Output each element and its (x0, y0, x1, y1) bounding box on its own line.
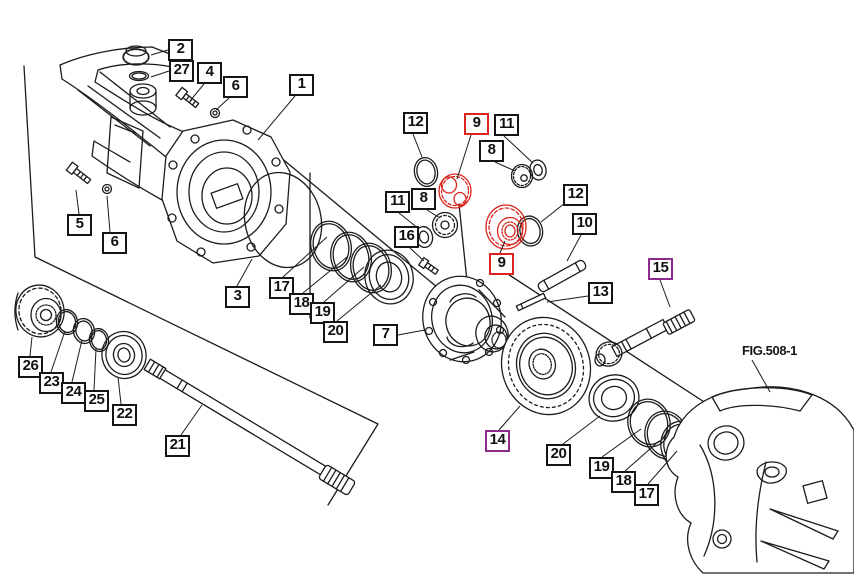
washer-6-top (209, 107, 221, 119)
callout-19-a[interactable]: 19 (310, 302, 335, 324)
callout-10[interactable]: 10 (572, 213, 597, 235)
ring-gear-14 (500, 316, 592, 416)
bolt-5 (65, 161, 92, 185)
callout-9-a[interactable]: 9 (464, 113, 489, 135)
pin-10 (537, 259, 587, 293)
axle-shaft-21 (143, 358, 356, 496)
callout-15[interactable]: 15 (648, 258, 673, 280)
ring-12-left (413, 156, 439, 188)
callout-8-a[interactable]: 8 (479, 140, 504, 162)
callout-17-b[interactable]: 17 (634, 484, 659, 506)
roll-pin-13 (515, 292, 547, 312)
washer-6-bottom (101, 183, 113, 195)
callout-25[interactable]: 25 (84, 390, 109, 412)
transaxle-housing-1 (59, 46, 291, 264)
filler-cap-2 (122, 45, 150, 66)
axle-housing-fig508 (665, 386, 854, 574)
rings-17-18-19-left (310, 220, 392, 294)
callout-1[interactable]: 1 (289, 74, 314, 96)
seal-20-right (588, 374, 640, 422)
callout-2[interactable]: 2 (168, 39, 193, 61)
washer-11-top (529, 159, 547, 181)
callout-12-b[interactable]: 12 (563, 184, 588, 206)
callout-22[interactable]: 22 (112, 404, 137, 426)
diff-side-gear-9-bottom (485, 204, 527, 250)
callout-27[interactable]: 27 (169, 60, 194, 82)
callout-5[interactable]: 5 (67, 214, 92, 236)
callout-6-a[interactable]: 6 (223, 76, 248, 98)
callout-11-b[interactable]: 11 (385, 191, 410, 213)
callout-17-a[interactable]: 17 (269, 277, 294, 299)
ring-12-right (516, 215, 544, 247)
callout-18-b[interactable]: 18 (611, 471, 636, 493)
callout-8-b[interactable]: 8 (411, 188, 436, 210)
diff-case-7 (422, 275, 509, 365)
lock-washer-8-left (431, 211, 459, 239)
callout-7[interactable]: 7 (373, 324, 398, 346)
callout-13[interactable]: 13 (588, 282, 613, 304)
callout-21[interactable]: 21 (165, 435, 190, 457)
bearing-22 (101, 330, 147, 380)
diff-pinion-gear-9-top (438, 173, 472, 209)
callout-24[interactable]: 24 (61, 382, 86, 404)
bolt-4 (175, 86, 200, 109)
rings-23-24-25 (55, 308, 110, 353)
callout-3[interactable]: 3 (225, 286, 250, 308)
callout-19-b[interactable]: 19 (589, 457, 614, 479)
callout-4[interactable]: 4 (197, 62, 222, 84)
callout-20-a[interactable]: 20 (323, 321, 348, 343)
cap-oring-27 (128, 70, 150, 82)
coupling-26 (14, 284, 65, 338)
callout-14[interactable]: 14 (485, 430, 510, 452)
callout-11-a[interactable]: 11 (494, 114, 519, 136)
callout-12-a[interactable]: 12 (403, 112, 428, 134)
seal-20-left (364, 249, 414, 305)
callout-9-b[interactable]: 9 (489, 253, 514, 275)
callout-6-b[interactable]: 6 (102, 232, 127, 254)
pinion-shaft-15 (594, 309, 696, 367)
callout-20-b[interactable]: 20 (546, 444, 571, 466)
callout-26[interactable]: 26 (18, 356, 43, 378)
figure-reference-link[interactable]: FIG.508-1 (742, 343, 797, 358)
callout-16[interactable]: 16 (394, 226, 419, 248)
bolt-16 (418, 256, 439, 275)
